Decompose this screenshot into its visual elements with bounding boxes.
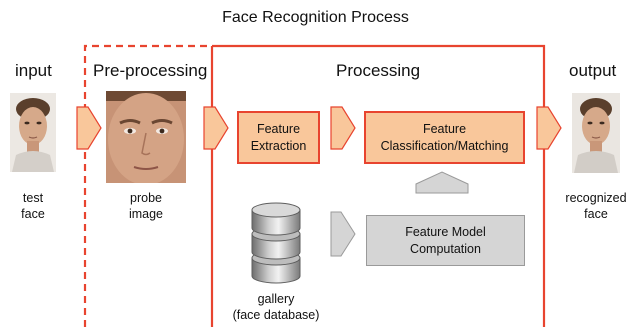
section-processing-label: Processing [336,61,421,80]
diagram-title: Face Recognition Process [222,9,409,26]
feature-classification-box: Feature Classification/Matching [364,111,525,164]
arrow-preprocess-to-extraction [203,106,229,150]
preprocessing-frame [83,44,212,327]
probe-image [106,91,186,183]
section-input-label: input [15,61,52,80]
section-preprocessing-label: Pre-processing [93,61,208,80]
gallery-caption: gallery (face database) [232,292,320,323]
database-icon [251,202,301,284]
test-face-caption: test face [21,191,45,222]
probe-image-caption: probe image [128,191,164,222]
feature-extraction-box: Feature Extraction [237,111,320,164]
recognized-face-caption: recognized face [565,191,627,222]
test-face-image [10,93,56,172]
feature-model-computation-box: Feature Model Computation [366,215,525,266]
processing-frame-top [212,44,546,327]
arrow-input-to-preprocess [76,106,102,150]
section-output-label: output [569,61,617,80]
arrow-gallery-to-model [330,211,356,257]
arrow-extraction-to-classification [330,106,356,150]
arrow-model-to-classification [415,171,469,194]
recognized-face-image [572,93,620,173]
arrow-classification-to-output [536,106,562,150]
